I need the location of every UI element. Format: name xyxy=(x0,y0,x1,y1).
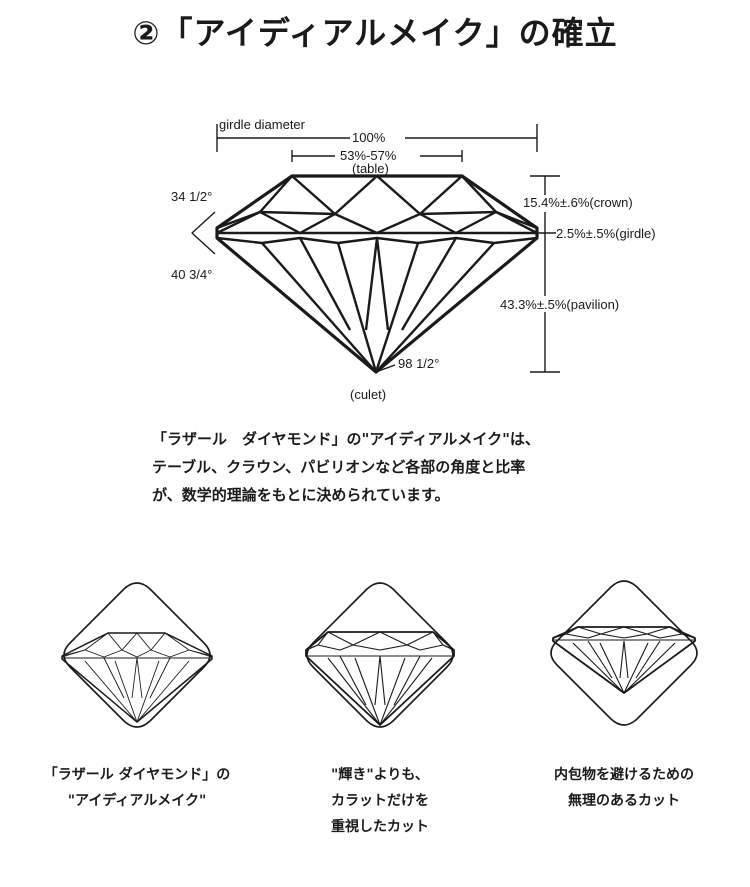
label-girdle-percent: 2.5%±.5%(girdle) xyxy=(556,226,656,241)
comparison-diamond-ideal xyxy=(61,582,213,728)
rounded-diamond-frame xyxy=(63,582,211,728)
rounded-diamond-frame xyxy=(550,580,698,726)
caption-carat: "輝き"よりも、 カラットだけを 重視したカット xyxy=(285,762,475,840)
diamond-outline xyxy=(215,174,539,374)
caption-line: カラットだけを xyxy=(331,793,429,809)
pavilion-facets xyxy=(216,236,538,373)
label-culet-angle: 98 1/2° xyxy=(398,356,439,371)
caption-line: "輝き"よりも、 xyxy=(331,767,429,783)
label-diameter-percent: 100% xyxy=(352,130,386,145)
label-girdle-diameter: girdle diameter xyxy=(219,117,306,132)
caption-line: "アイディアルメイク" xyxy=(67,793,207,809)
label-table: (table) xyxy=(352,161,389,176)
page-title: ②「アイディアルメイク」の確立 xyxy=(132,14,618,52)
comparison-diamond-carat xyxy=(305,582,455,728)
comparison-diamond-inclusion xyxy=(550,580,698,726)
caption-inclusion: 内包物を避けるための 無理のあるカット xyxy=(529,762,719,814)
description-line: 「ラザール ダイヤモンド」の"アイディアルメイク"は、 xyxy=(152,430,540,448)
dimension-lines xyxy=(191,124,560,373)
caption-line: 無理のあるカット xyxy=(568,793,680,809)
label-culet: (culet) xyxy=(350,387,386,402)
caption-line: 「ラザール ダイヤモンド」の xyxy=(43,767,231,783)
crown-facets xyxy=(216,174,538,235)
description-line: テーブル、クラウン、パビリオンなど各部の角度と比率 xyxy=(152,458,526,476)
label-pavilion-percent: 43.3%±.5%(pavilion) xyxy=(500,297,619,312)
label-pavilion-angle: 40 3/4° xyxy=(171,267,212,282)
label-table-percent: 53%-57% xyxy=(340,148,397,163)
description-text: 「ラザール ダイヤモンド」の"アイディアルメイク"は、 テーブル、クラウン、パビ… xyxy=(152,425,632,509)
description-line: が、数学的理論をもとに決められています。 xyxy=(152,486,450,504)
main-diamond-diagram xyxy=(191,124,560,374)
label-crown-angle: 34 1/2° xyxy=(171,189,212,204)
caption-line: 内包物を避けるための xyxy=(554,767,694,783)
caption-ideal: 「ラザール ダイヤモンド」の "アイディアルメイク" xyxy=(42,762,232,814)
caption-line: 重視したカット xyxy=(331,819,429,835)
rounded-diamond-frame xyxy=(306,582,454,728)
label-crown-percent: 15.4%±.6%(crown) xyxy=(523,195,633,210)
